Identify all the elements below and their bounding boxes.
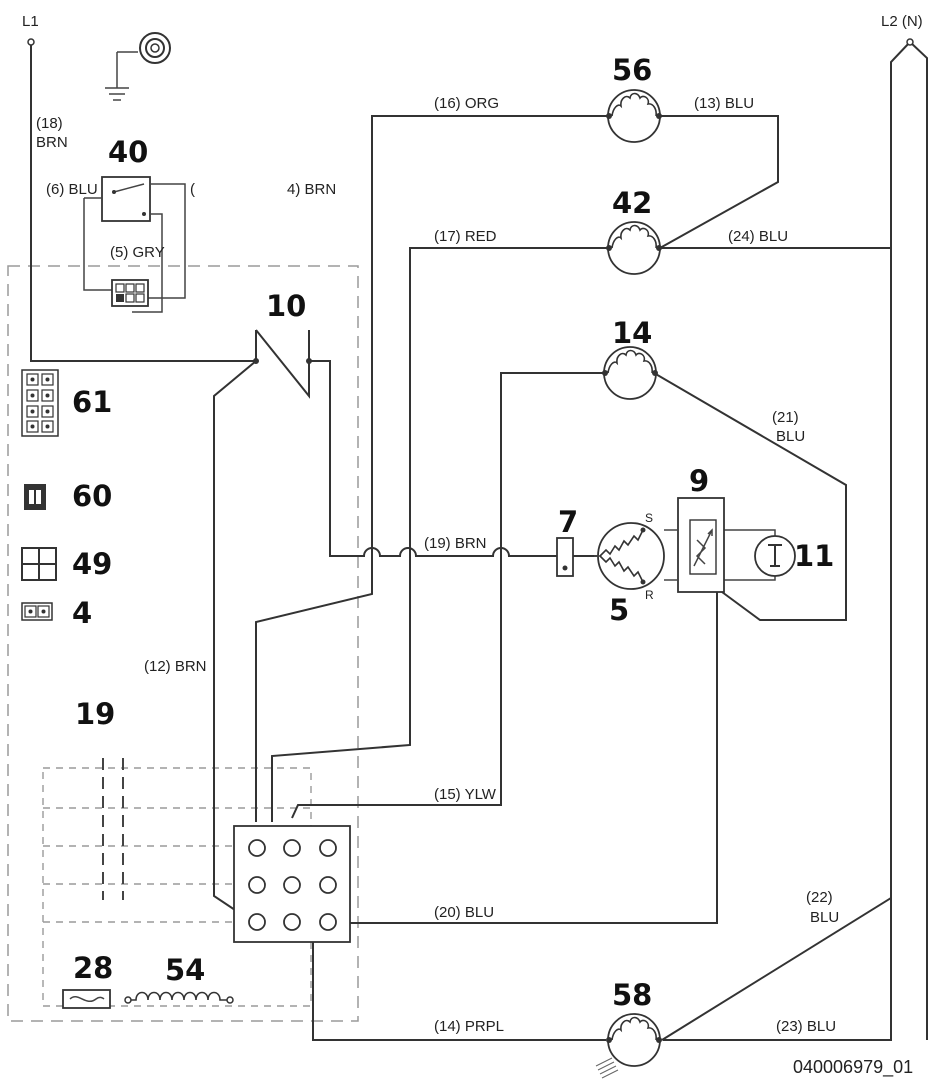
wire-15-label: (15) YLW [434, 786, 497, 803]
lamp-11 [754, 535, 796, 577]
wire-13-label: (13) BLU [694, 95, 754, 112]
wire-21-blu [653, 372, 847, 621]
wire-13-blu [659, 115, 779, 249]
wire-21-number: (21) [772, 409, 799, 426]
number-56: 56 [612, 53, 652, 87]
wire-23-label: (23) BLU [776, 1018, 836, 1035]
number-9: 9 [689, 464, 709, 498]
number-28: 28 [73, 951, 113, 985]
wire-18-number: (18) [36, 115, 63, 132]
wire-5-label: (5) GRY [110, 244, 165, 261]
number-19: 19 [75, 697, 115, 731]
wire-15-ylw [291, 372, 606, 819]
connector-60-icon [24, 484, 46, 510]
wire-18-brn [30, 42, 256, 362]
number-14: 14 [612, 316, 652, 350]
wire-22-blu [661, 897, 892, 1041]
number-7: 7 [558, 505, 578, 539]
wire-24-label: (24) BLU [728, 228, 788, 245]
heater-42 [606, 221, 662, 275]
wire-19-brn [309, 360, 557, 557]
wire-22-color: BLU [810, 909, 839, 926]
number-49: 49 [72, 547, 112, 581]
l1-terminal [27, 38, 35, 46]
relay-9 [664, 497, 725, 593]
wire-6-label: (6) BLU [46, 181, 98, 198]
wire-12-label: (12) BRN [144, 658, 207, 675]
wire-19-label: (19) BRN [424, 535, 487, 552]
coil-54 [124, 991, 234, 1004]
terminal-block [233, 825, 351, 943]
connector-61-icon [21, 369, 59, 437]
wire-23-blu [663, 41, 911, 1041]
heater-14 [602, 346, 658, 400]
l2-label: L2 (N) [881, 13, 923, 30]
drawing-code: 040006979_01 [793, 1057, 913, 1078]
heater-58 [595, 1013, 662, 1079]
number-5: 5 [609, 593, 629, 627]
wire-20-label: (20) BLU [434, 904, 494, 921]
wire-14-label: (14) PRPL [434, 1018, 504, 1035]
overload-7 [556, 537, 574, 577]
switch-40 [83, 176, 186, 313]
wire-17-red [271, 247, 608, 822]
wire-22-number: (22) [806, 889, 833, 906]
wire-12-brn [213, 360, 257, 921]
l2-terminal [906, 38, 914, 46]
number-54: 54 [165, 953, 205, 987]
heater-56 [606, 89, 662, 143]
number-11: 11 [794, 539, 834, 573]
wire-16-org [255, 115, 608, 822]
l1-label: L1 [22, 13, 39, 30]
wire-20-blu [330, 592, 718, 924]
number-58: 58 [612, 978, 652, 1012]
fuse-28 [62, 989, 111, 1009]
number-61: 61 [72, 385, 112, 419]
control-box-outline [7, 265, 359, 1022]
wire-16-label: (16) ORG [434, 95, 499, 112]
connector-49-icon [21, 547, 57, 581]
wire-4-label: 4) BRN [287, 181, 336, 198]
wire-label-fragment: ( [190, 181, 195, 198]
motor-terminal-s: S [645, 511, 653, 525]
number-4: 4 [72, 596, 92, 630]
motor-5 [594, 522, 665, 590]
switch-10 [253, 329, 312, 399]
wire-18-color: BRN [36, 134, 68, 151]
number-40: 40 [108, 135, 148, 169]
number-60: 60 [72, 479, 112, 513]
wire-17-label: (17) RED [434, 228, 497, 245]
wire-21-color: BLU [776, 428, 805, 445]
motor-terminal-r: R [645, 588, 654, 602]
number-42: 42 [612, 186, 652, 220]
ground-icon [105, 32, 171, 101]
connector-4-icon [21, 602, 53, 621]
number-10: 10 [266, 289, 306, 323]
